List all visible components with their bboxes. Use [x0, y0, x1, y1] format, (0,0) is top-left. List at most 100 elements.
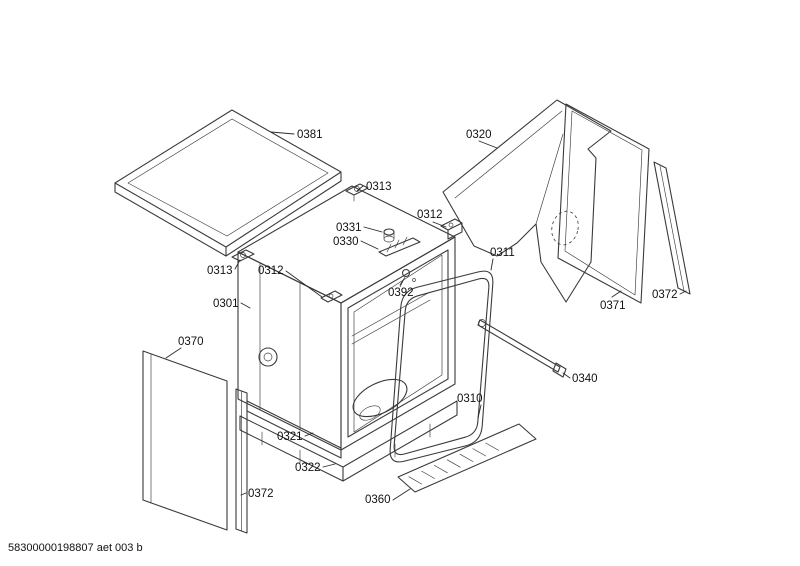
mount-right-plate [440, 218, 463, 231]
base-frame-legs [261, 423, 431, 464]
leader-0313-left [234, 259, 241, 270]
leader-0372-left [240, 492, 247, 496]
leader-lines [165, 131, 687, 501]
insulation-outline [442, 99, 612, 303]
part-0321-base-rail [246, 400, 342, 459]
part-0312-mounting-bracket-left [320, 290, 343, 303]
tub-sump-drain [359, 405, 381, 421]
door-seal-outline [393, 277, 490, 456]
mount-left-hole [328, 293, 334, 299]
insulation-cutout [551, 210, 579, 246]
leader-0370 [165, 347, 182, 359]
part-0312-mounting-bracket-right [440, 218, 463, 240]
base-rail-outline [246, 400, 342, 459]
bracket-left-plate [231, 249, 255, 262]
part-0372-trim-strip-left [235, 388, 248, 534]
bracket-left-hole [240, 252, 246, 258]
part-0371-rear-panel [557, 103, 650, 304]
label-rail: 0330 [333, 236, 359, 248]
base-frame-outline [239, 400, 458, 482]
label-base-frame: 0322 [295, 462, 321, 474]
rail-outline [378, 237, 421, 257]
leader-0330 [360, 240, 379, 250]
rear-panel-inner-edge [564, 110, 643, 296]
tub-opening-flange [353, 254, 443, 433]
strut-bars [477, 319, 561, 373]
leader-0312-left [285, 270, 323, 298]
rear-panel-outline [557, 103, 650, 304]
tub-left-face [237, 251, 342, 451]
tub-rack-rail-2 [351, 299, 431, 345]
part-0330-rail [378, 236, 421, 257]
insulation-fold-1 [454, 110, 563, 199]
fitting-base [383, 235, 395, 243]
part-0331-fitting [383, 228, 395, 243]
trim-strip-right-outline [653, 161, 691, 295]
part-0322-base-frame [239, 400, 458, 482]
door-frame-outline [389, 270, 494, 463]
label-insulation-wrap: 0320 [466, 129, 492, 141]
label-door-frame: 0311 [490, 247, 515, 259]
rail-hatch [386, 236, 408, 253]
toe-panel-vents [408, 442, 500, 485]
label-rear-panel: 0371 [600, 300, 626, 312]
fastener-head [401, 268, 411, 278]
strut-end-plate [552, 362, 567, 378]
leader-0372-right [679, 290, 687, 295]
leader-0321 [304, 432, 314, 437]
tub-side-port-inner [263, 352, 273, 362]
part-0340-support-strut [477, 319, 567, 378]
leader-0322 [322, 463, 336, 468]
leader-0331 [363, 226, 383, 233]
top-panel-inner-edge [127, 118, 329, 237]
leader-0310 [477, 404, 482, 419]
tub-opening-inner [347, 249, 449, 438]
tub-sump-ring [352, 378, 408, 418]
part-labels: 0381 0320 0313 0312 0331 0330 0311 0313 … [178, 129, 678, 506]
label-base-rail: 0321 [277, 431, 303, 443]
mount-right-hole [448, 222, 454, 228]
mount-right-tab [447, 222, 463, 240]
part-0360-toe-panel [397, 423, 537, 493]
label-toe-panel: 0360 [365, 494, 391, 506]
mount-left-plate [320, 290, 343, 303]
tub-side-port-outer [258, 347, 278, 367]
part-0381-top-panel [114, 109, 342, 257]
label-tub-assembly: 0301 [213, 298, 239, 310]
part-0320-insulation-wrap [442, 99, 612, 303]
label-side-panel: 0370 [178, 336, 204, 348]
leader-0371 [611, 290, 622, 298]
label-bracket-left: 0312 [258, 265, 284, 277]
part-0311-door-frame [389, 270, 494, 463]
label-support-strut: 0340 [572, 373, 598, 385]
tub-rack-rail-1 [351, 291, 431, 337]
leader-0340 [562, 372, 571, 379]
leader-0301 [240, 302, 251, 309]
bracket-top-plate [345, 183, 369, 196]
part-0372-trim-strip-right [653, 161, 691, 295]
label-top-panel: 0381 [297, 129, 323, 141]
label-door-seal: 0310 [457, 393, 483, 405]
label-fastener: 0392 [388, 287, 414, 299]
label-trim-strip-right: 0372 [652, 289, 678, 301]
part-0310-door-seal [393, 277, 490, 456]
strut-pivot [478, 319, 486, 327]
part-0392-fastener [399, 268, 416, 288]
label-bracket-right: 0312 [417, 209, 443, 221]
leader-0381 [270, 131, 295, 135]
leader-0392 [399, 278, 405, 286]
side-panel-outline [142, 350, 228, 531]
trim-strip-right-fold [659, 165, 685, 292]
leader-0312-right [432, 221, 447, 228]
leader-0320 [478, 140, 498, 149]
fitting-top [383, 228, 395, 236]
top-panel-thickness [114, 171, 342, 257]
part-0370-side-panel [142, 350, 228, 531]
label-corner-bracket-top: 0313 [366, 181, 392, 193]
label-corner-bracket-left: 0313 [207, 265, 233, 277]
leader-0360 [392, 488, 411, 501]
trim-strip-left-outline [235, 388, 248, 534]
leader-0311 [490, 258, 494, 271]
insulation-fold-2 [535, 133, 564, 225]
